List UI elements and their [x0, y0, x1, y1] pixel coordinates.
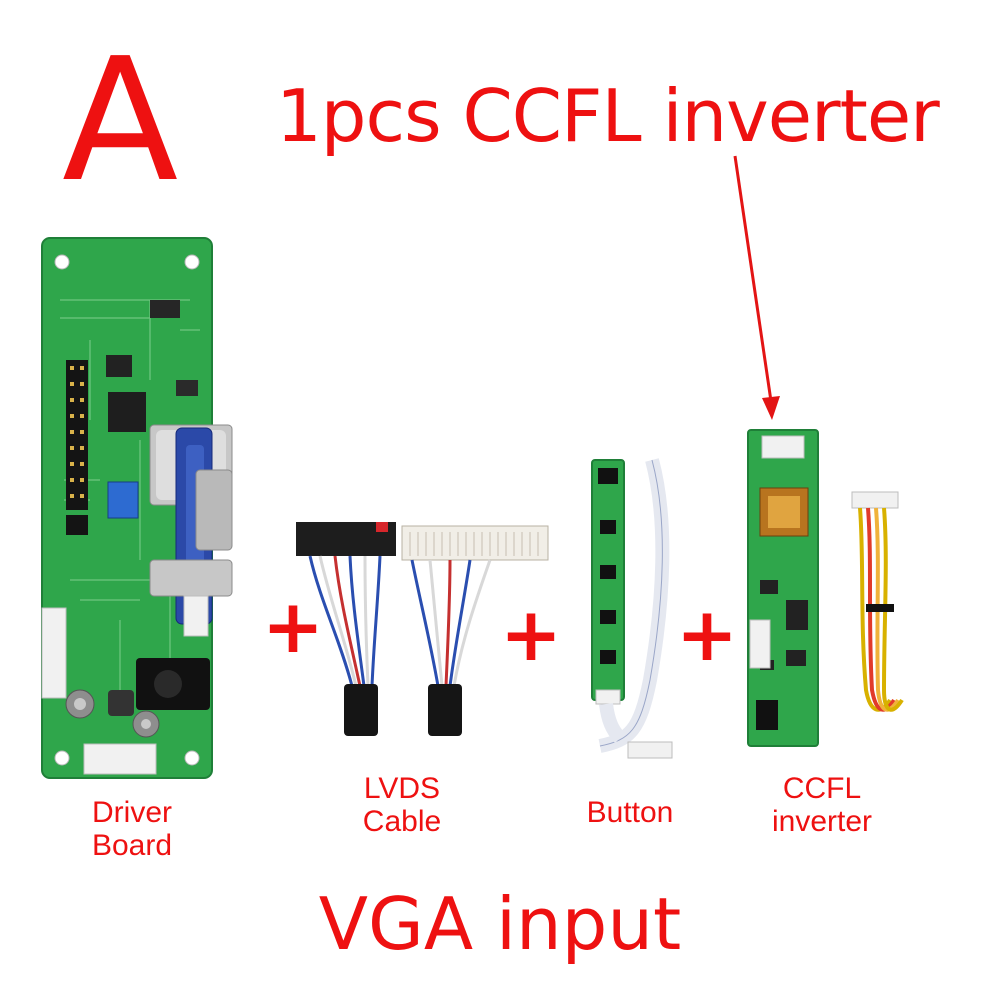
- caption-line: Driver: [92, 796, 172, 829]
- caption-line: Button: [586, 796, 674, 829]
- lvds-cable-image: [296, 522, 549, 736]
- plus-sign-3: +: [676, 592, 739, 678]
- input-type-label: VGA input: [318, 882, 682, 966]
- plus-sign-2: +: [500, 592, 563, 678]
- ccfl-inverter-image: [747, 429, 904, 747]
- caption-line: LVDS: [363, 772, 441, 805]
- caption-button: Button: [530, 796, 730, 829]
- pointer-arrow: [733, 155, 780, 420]
- headline-text: 1pcs CCFL inverter: [276, 74, 940, 158]
- caption-ccfl-inverter: CCFL inverter: [722, 772, 922, 838]
- caption-driver-board: Driver Board: [32, 796, 232, 862]
- caption-line: CCFL: [782, 772, 862, 805]
- caption-line: inverter: [771, 805, 873, 838]
- caption-line: Board: [91, 829, 173, 862]
- button-board-image: [591, 458, 673, 759]
- caption-line: Cable: [362, 805, 442, 838]
- variant-letter: A: [62, 22, 179, 220]
- caption-lvds-cable: LVDS Cable: [302, 772, 502, 838]
- driver-board-image: [41, 237, 233, 779]
- plus-sign-1: +: [262, 584, 325, 670]
